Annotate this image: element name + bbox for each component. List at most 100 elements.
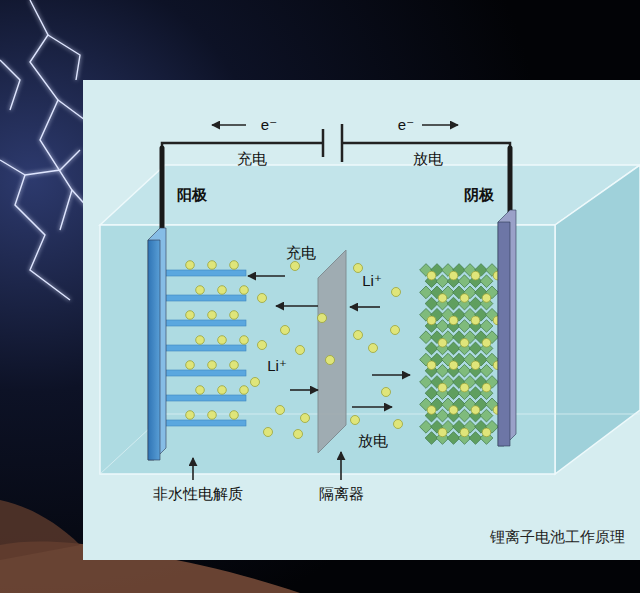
graphite-layers-part bbox=[196, 336, 205, 345]
lightning-part bbox=[0, 60, 20, 110]
cathode-electrode: 阴极 bbox=[458, 148, 526, 450]
graphite-layers-part bbox=[160, 395, 246, 401]
lithium-ions-part bbox=[258, 294, 267, 303]
electrode-shape-part bbox=[498, 210, 516, 446]
lithium-ions-part bbox=[354, 264, 363, 273]
process-label: 放电 bbox=[358, 432, 388, 450]
ion-label: Li⁺ bbox=[267, 357, 287, 375]
electrode-shape-part bbox=[160, 148, 165, 236]
lightning-part bbox=[0, 160, 70, 300]
cathode-material-part bbox=[471, 316, 480, 325]
electrode-shape-part bbox=[498, 222, 510, 446]
electrode-shape-part bbox=[508, 148, 513, 218]
cathode-material-part bbox=[449, 406, 458, 415]
graphite-layers-part bbox=[208, 361, 217, 370]
ion-label: Li⁺ bbox=[362, 272, 382, 290]
graphite-layers-part bbox=[160, 270, 246, 276]
flow-arrows-part bbox=[248, 275, 285, 277]
lithium-ions bbox=[251, 262, 403, 439]
lithium-ions-part bbox=[392, 288, 401, 297]
graphite-layers-part bbox=[186, 311, 195, 320]
flow-arrows-part bbox=[212, 124, 246, 126]
lithium-ions-part bbox=[351, 416, 360, 425]
part-label: 非水性电解质 bbox=[153, 485, 243, 503]
caption: 锂离子电池工作原理 bbox=[490, 528, 625, 546]
cathode-material-part bbox=[427, 361, 436, 370]
electron-label: e⁻ bbox=[261, 116, 277, 134]
process-label: 放电 bbox=[413, 150, 443, 168]
cathode-material-part bbox=[427, 316, 436, 325]
lithium-ions-part bbox=[276, 406, 285, 415]
lithium-ions-part bbox=[291, 262, 300, 271]
graphite-layers-part bbox=[230, 361, 239, 370]
graphite-layers-part bbox=[186, 261, 195, 270]
graphite-layers bbox=[160, 261, 248, 426]
cathode-material-part bbox=[471, 271, 480, 280]
electron-label: e⁻ bbox=[398, 116, 414, 134]
graphite-layers-part bbox=[230, 411, 239, 420]
flow-arrows-part bbox=[422, 124, 458, 126]
cathode-material-part bbox=[460, 428, 469, 437]
electrode-shape-part bbox=[148, 228, 166, 460]
flow-arrows-part bbox=[276, 305, 318, 307]
process-label: 充电 bbox=[237, 150, 267, 168]
graphite-layers-part bbox=[230, 261, 239, 270]
graphite-layers-part bbox=[160, 345, 246, 351]
lithium-ions-part bbox=[391, 326, 400, 335]
battery-symbol-part bbox=[324, 134, 341, 152]
graphite-layers-part bbox=[160, 295, 246, 301]
separator bbox=[318, 250, 346, 453]
cathode-material-part bbox=[438, 339, 447, 348]
lithium-ions-part bbox=[281, 326, 290, 335]
graphite-layers-part bbox=[186, 361, 195, 370]
cathode-material-part bbox=[449, 271, 458, 280]
lithium-ions-part bbox=[251, 378, 260, 387]
cathode-material-part bbox=[427, 271, 436, 280]
flow-arrows-part bbox=[350, 306, 380, 308]
lithium-ions-part bbox=[258, 341, 267, 350]
anode-electrode: 阳极 bbox=[140, 148, 222, 460]
graphite-layers-part bbox=[208, 411, 217, 420]
cathode-material-part bbox=[480, 364, 493, 377]
flow-arrows bbox=[193, 125, 458, 480]
graphite-layers-part bbox=[218, 386, 227, 395]
graphite-layers-part bbox=[218, 336, 227, 345]
lithium-ions-part bbox=[294, 430, 303, 439]
graphite-layers-part bbox=[208, 261, 217, 270]
cathode-material-part bbox=[482, 339, 491, 348]
lithium-ions-part bbox=[354, 331, 363, 340]
part-label: 隔离器 bbox=[319, 485, 364, 503]
cathode-material-part bbox=[460, 383, 469, 392]
cathode-material-part bbox=[438, 428, 447, 437]
cathode-material-part bbox=[482, 383, 491, 392]
cathode-material-part bbox=[438, 294, 447, 303]
battery-symbol-part bbox=[322, 129, 325, 157]
electrode-label: 阳极 bbox=[177, 186, 207, 204]
lithium-ions-part bbox=[264, 428, 273, 437]
lightning-part bbox=[58, 100, 85, 120]
cathode-material bbox=[420, 264, 502, 445]
lightning-part bbox=[48, 35, 80, 80]
flow-arrows-part bbox=[352, 406, 392, 408]
electrolyte-tank bbox=[100, 165, 640, 474]
panel bbox=[83, 80, 640, 560]
electrolyte-tank-part bbox=[100, 225, 555, 474]
electrolyte-tank-part bbox=[100, 165, 640, 225]
cathode-material-part bbox=[427, 406, 436, 415]
graphite-layers-part bbox=[160, 420, 246, 426]
graphite-layers-part bbox=[186, 411, 195, 420]
flow-arrows-part bbox=[340, 452, 342, 480]
cathode-material-part bbox=[480, 409, 493, 422]
lightning-part bbox=[25, 150, 80, 175]
cathode-material-part bbox=[460, 339, 469, 348]
flow-arrows-part bbox=[290, 389, 318, 391]
lithium-ions-part bbox=[369, 344, 378, 353]
electrolyte-tank-part bbox=[555, 165, 640, 474]
